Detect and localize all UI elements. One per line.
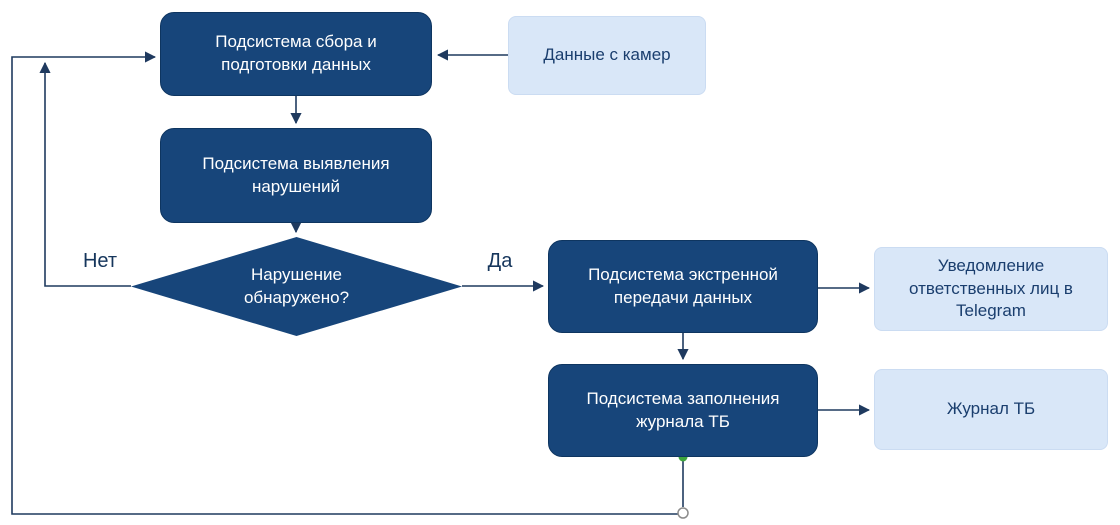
node-journal-fill-label: Подсистема заполнения журнала ТБ	[586, 388, 780, 431]
node-transmit-label: Подсистема экстренной передачи данных	[588, 264, 778, 307]
edge-label-no: Нет	[82, 250, 118, 272]
node-detect-label: Подсистема выявления нарушений	[202, 153, 390, 196]
node-journal-label: Журнал ТБ	[946, 399, 1036, 419]
node-collect-subsystem: Подсистема сбора и подготовки данных	[160, 12, 432, 96]
node-telegram-label: Уведомление ответственных лиц в Telegram	[909, 255, 1073, 321]
node-telegram-notification: Уведомление ответственных лиц в Telegram	[874, 247, 1108, 331]
node-transmit-subsystem: Подсистема экстренной передачи данных	[548, 240, 818, 333]
edge-decision-no-loop	[39, 61, 131, 287]
node-collect-label: Подсистема сбора и подготовки данных	[215, 32, 377, 74]
edge-feedback-loop-to-collect	[11, 51, 678, 515]
connection-endpoint-circle	[677, 507, 689, 519]
node-decision-label: Нарушение обнаружено?	[243, 265, 350, 307]
node-journal: Журнал ТБ	[874, 369, 1108, 450]
edge-label-yes: Да	[487, 250, 513, 272]
node-camera-data-label: Данные с камер	[543, 45, 671, 65]
node-camera-data: Данные с камер	[508, 16, 706, 95]
node-detect-subsystem: Подсистема выявления нарушений	[160, 128, 432, 223]
node-journal-fill-subsystem: Подсистема заполнения журнала ТБ	[548, 364, 818, 457]
